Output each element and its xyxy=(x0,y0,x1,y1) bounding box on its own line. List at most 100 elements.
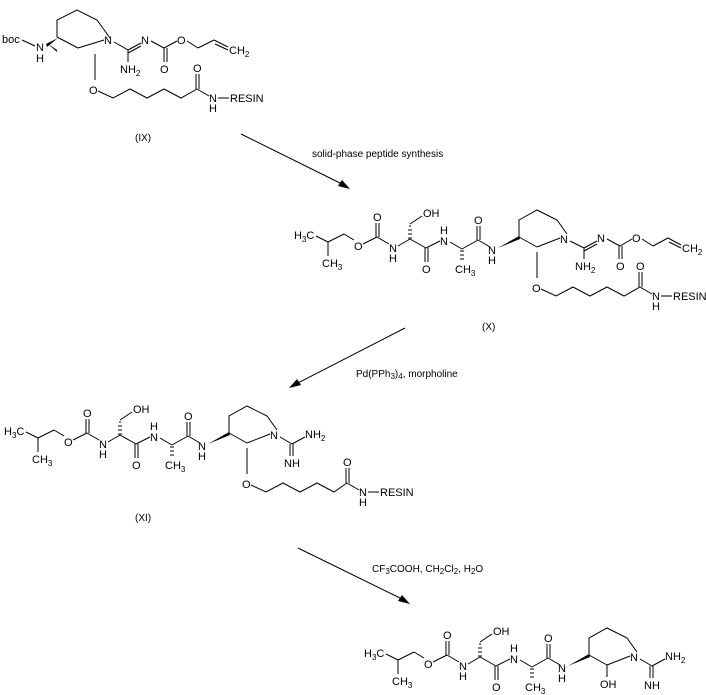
ch2-label: CH2 xyxy=(682,243,703,257)
bond xyxy=(346,482,360,491)
compound-label-ix: (IX) xyxy=(135,133,151,144)
arrowhead xyxy=(338,180,350,189)
bond xyxy=(569,240,585,249)
bond xyxy=(446,654,460,663)
ester-o-label: O xyxy=(354,241,363,253)
amide-n-label: N xyxy=(652,291,660,303)
bond xyxy=(519,659,533,668)
oh-label: OH xyxy=(493,626,510,638)
nh-label: N xyxy=(99,439,107,451)
bond xyxy=(127,42,142,51)
guan-nh2-label: NH2 xyxy=(665,651,686,665)
ring-bond xyxy=(536,237,561,248)
compound-final: H3C CH3 O O N H OH O N H xyxy=(364,626,686,695)
reagent-label-3: CF3COOH, CH2Cl2, H2O xyxy=(372,564,483,576)
h3c-label: H3C xyxy=(294,230,314,244)
amide-o-label: O xyxy=(184,411,193,423)
stereo-wedge xyxy=(568,654,590,666)
ester-o-label: O xyxy=(64,437,73,449)
ring-bonds xyxy=(228,405,278,433)
ring-n-label: N xyxy=(560,234,568,246)
ring-bond xyxy=(77,39,105,49)
alkyl-chain xyxy=(97,88,198,99)
arrowhead xyxy=(289,379,301,388)
bond xyxy=(495,658,511,667)
reaction-arrow-2: Pd(PPh3)4, morpholine xyxy=(289,327,458,388)
bond xyxy=(127,45,142,54)
bond xyxy=(606,238,621,247)
bond xyxy=(461,239,479,250)
compound-x: H3C CH3 O O N H OH O N H xyxy=(294,208,706,313)
bond xyxy=(53,429,65,437)
bond xyxy=(113,41,129,51)
resin-label: RESIN xyxy=(230,93,264,105)
ch3-label: CH3 xyxy=(322,258,343,272)
bond xyxy=(291,436,306,445)
h-label: H xyxy=(558,673,566,685)
reagent-label-1: solid-phase peptide synthesis xyxy=(312,149,443,160)
oh-label: OH xyxy=(423,208,440,220)
bond xyxy=(187,435,201,444)
bond xyxy=(343,233,355,241)
imine-n-label: N xyxy=(141,35,149,47)
bond xyxy=(477,239,491,248)
amide-h-label: H xyxy=(652,301,660,313)
stereo-hash xyxy=(530,668,534,678)
bond xyxy=(196,88,210,97)
ring-bond xyxy=(228,432,248,444)
h-label: H xyxy=(36,53,44,65)
amide-h-label: H xyxy=(209,103,217,115)
h-label: H xyxy=(198,451,206,463)
guan-nh2-label: NH2 xyxy=(305,429,326,443)
bond xyxy=(25,431,39,439)
ring-bonds xyxy=(588,627,638,655)
stereo-wedge xyxy=(208,432,230,444)
ether-o-label: O xyxy=(89,85,98,97)
oh-label: OH xyxy=(133,404,150,416)
stereo-hash xyxy=(408,225,412,239)
bond xyxy=(376,236,390,245)
carbonyl-o-label: O xyxy=(616,261,625,273)
compound-label-xi: (XI) xyxy=(135,513,151,524)
carbonyl-o-label: O xyxy=(160,64,169,76)
boc-label: boc xyxy=(2,34,20,46)
ala-ch3-label: CH3 xyxy=(455,264,476,278)
reaction-arrow-1: solid-phase peptide synthesis xyxy=(240,133,443,189)
stereo-hash xyxy=(118,421,122,435)
guan-nh-label: NH xyxy=(284,458,300,470)
ether-o-label: O xyxy=(532,283,541,295)
bond xyxy=(37,429,55,439)
ch3-label: CH3 xyxy=(32,454,53,468)
amide-o-label: O xyxy=(474,215,483,227)
bond xyxy=(652,237,669,247)
bond xyxy=(397,651,415,661)
bond xyxy=(397,238,411,247)
ether-o-label: O xyxy=(242,479,251,491)
nh-label: N xyxy=(440,236,448,248)
bond xyxy=(327,233,345,243)
ch3-label: CH3 xyxy=(392,676,413,690)
stereo-hash xyxy=(170,446,174,456)
bond xyxy=(213,39,229,48)
compound-xi: H3C CH3 O O N H OH O N H xyxy=(4,404,414,509)
alkyl-chain xyxy=(250,482,348,493)
bond xyxy=(163,40,178,49)
h-label: H xyxy=(488,255,496,267)
bond xyxy=(668,241,682,249)
ring-bonds xyxy=(518,209,568,237)
bond xyxy=(86,432,100,441)
carbamate-o-label: O xyxy=(83,408,92,420)
h-label: H xyxy=(150,421,158,433)
bond xyxy=(619,238,633,247)
bond xyxy=(639,286,653,295)
bond xyxy=(197,39,215,49)
nh-label: N xyxy=(459,661,467,673)
bond xyxy=(409,238,427,249)
bond xyxy=(279,436,293,445)
compound-ix: boc N H N N NH2 O O CH2 O O N H RESIN ( xyxy=(2,9,264,144)
bond xyxy=(449,241,463,250)
bond xyxy=(479,633,493,643)
amide-o-label: O xyxy=(636,261,645,273)
ring-bonds xyxy=(56,9,111,39)
